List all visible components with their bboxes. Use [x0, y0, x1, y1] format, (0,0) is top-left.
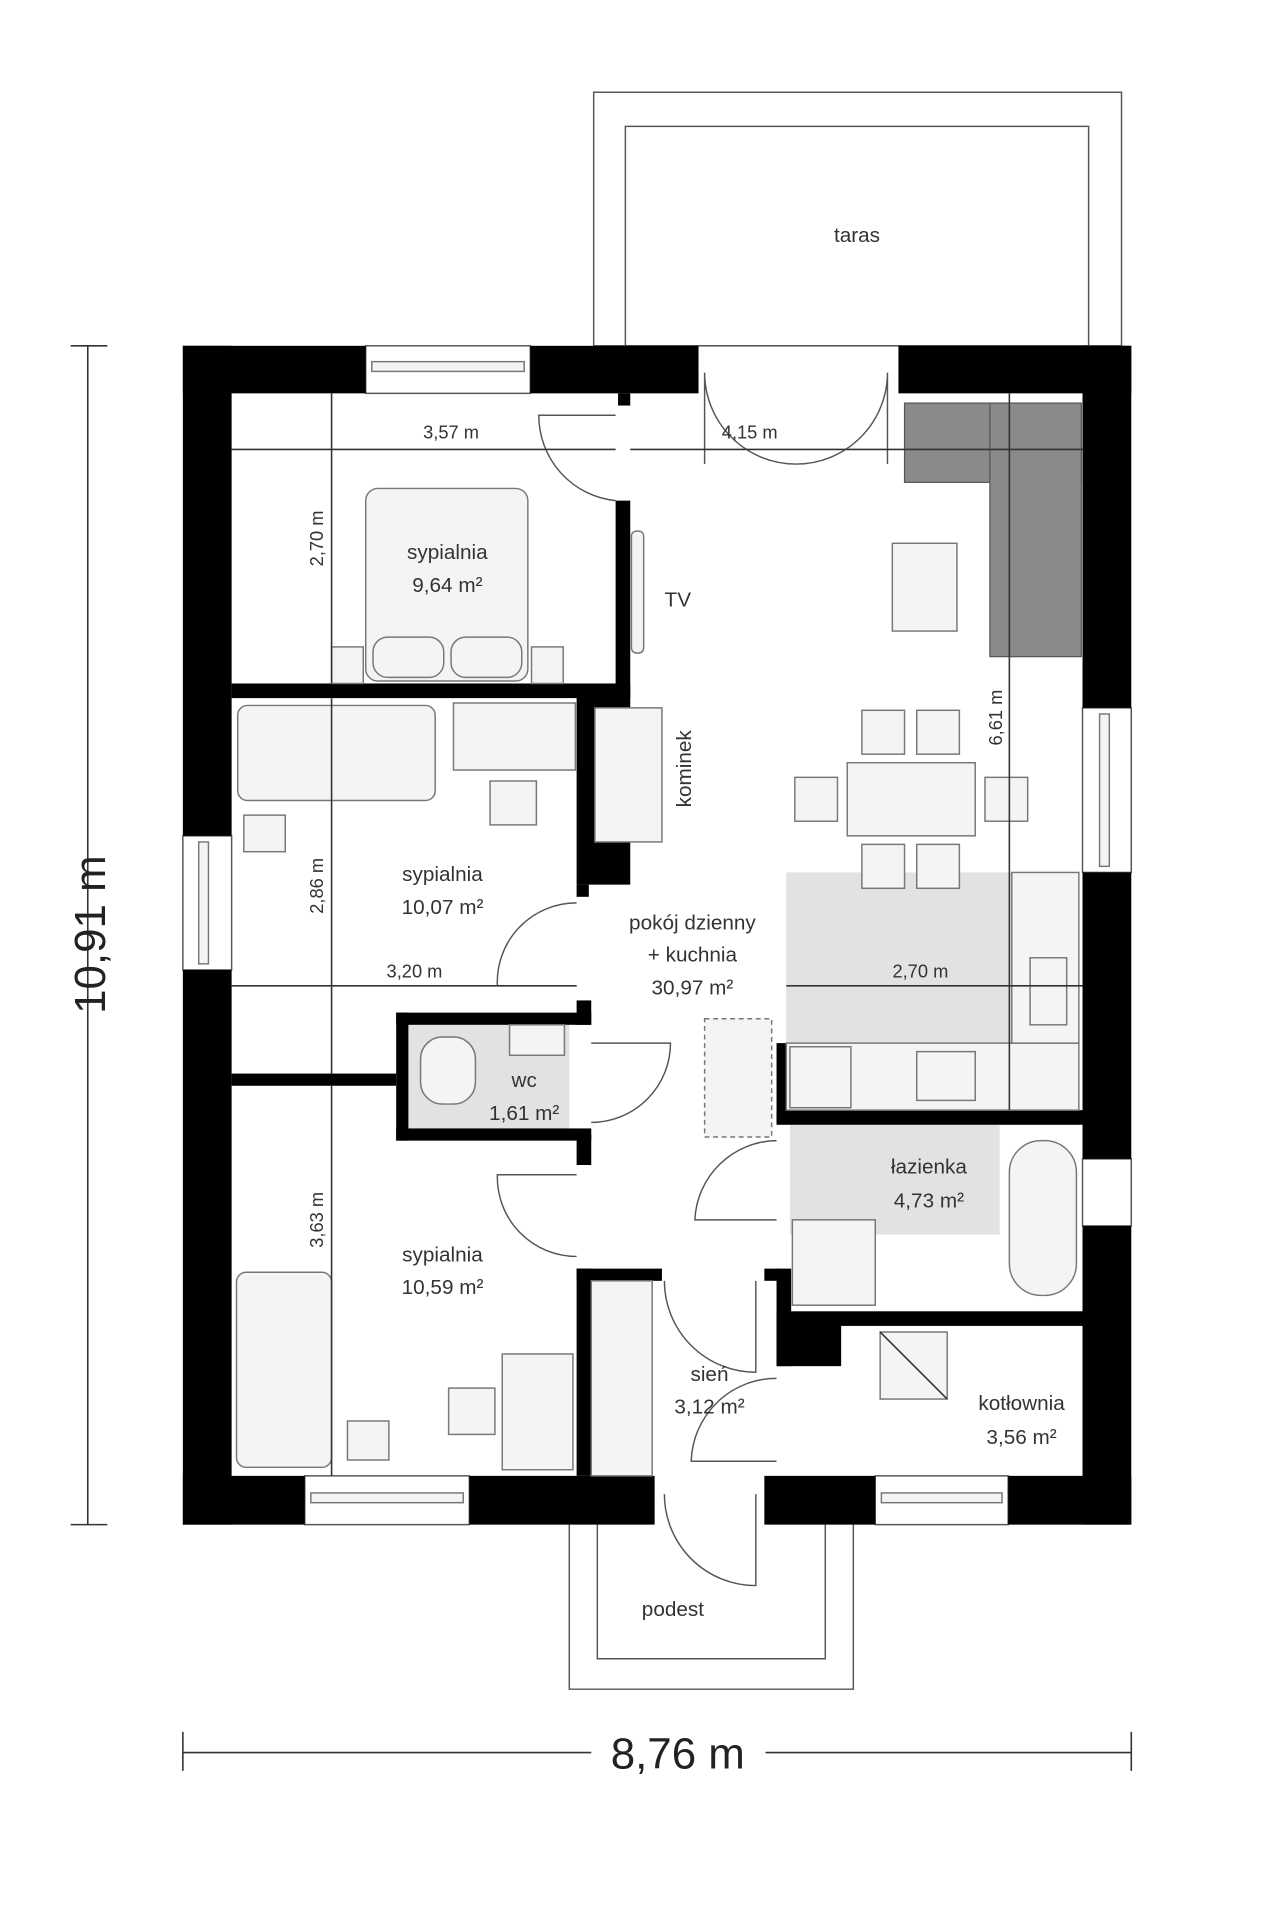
room-area-bathroom: 4,73 m²: [894, 1190, 964, 1213]
dim-286: 2,86 m: [306, 858, 327, 914]
fireplace-label: kominek: [673, 730, 696, 808]
room-area-bedroom1: 9,64 m²: [412, 574, 482, 597]
room-area-bedroom3: 10,59 m²: [402, 1276, 484, 1299]
room-area-wc: 1,61 m²: [489, 1102, 559, 1125]
tv-label: TV: [665, 589, 692, 612]
room-area-boiler: 3,56 m²: [986, 1426, 1056, 1449]
dim-363: 3,63 m: [306, 1192, 327, 1248]
bathroom-floor: [789, 1124, 1000, 1235]
terrace: [592, 91, 1123, 347]
room-area-bedroom2: 10,07 m²: [402, 896, 484, 919]
dim-661: 6,61 m: [985, 690, 1006, 746]
dim-415: 4,15 m: [722, 421, 778, 442]
kitchen-floor: [786, 872, 1012, 1044]
dim-320: 3,20 m: [387, 960, 443, 981]
dimension-lines: [70, 345, 1133, 1771]
dim-270-horizontal: 2,70 m: [892, 960, 948, 981]
total-width: 8,76 m: [611, 1729, 745, 1778]
room-area-living: 30,97 m²: [652, 976, 734, 999]
room-label-hall: sień: [690, 1363, 728, 1386]
walls: [182, 345, 1132, 1525]
room-label-living: pokój dzienny: [629, 912, 756, 935]
furniture: [235, 402, 1082, 1477]
dim-270-vertical: 2,70 m: [306, 510, 327, 566]
room-area-hall: 3,12 m²: [674, 1396, 744, 1419]
dim-357: 3,57 m: [423, 421, 479, 442]
room-label-kitchen: + kuchnia: [648, 943, 738, 966]
room-label-bedroom3: sypialnia: [402, 1243, 483, 1266]
total-height: 10,91 m: [66, 855, 115, 1014]
room-label-taras: taras: [834, 224, 880, 247]
room-label-boiler: kotłownia: [978, 1392, 1065, 1415]
room-label-wc: wc: [511, 1069, 537, 1092]
room-label-bedroom2: sypialnia: [402, 863, 483, 886]
room-label-bathroom: łazienka: [891, 1156, 967, 1179]
room-label-podest: podest: [642, 1598, 704, 1621]
room-label-bedroom1: sypialnia: [407, 541, 488, 564]
doors: [496, 372, 889, 1587]
podest: [568, 1524, 855, 1690]
